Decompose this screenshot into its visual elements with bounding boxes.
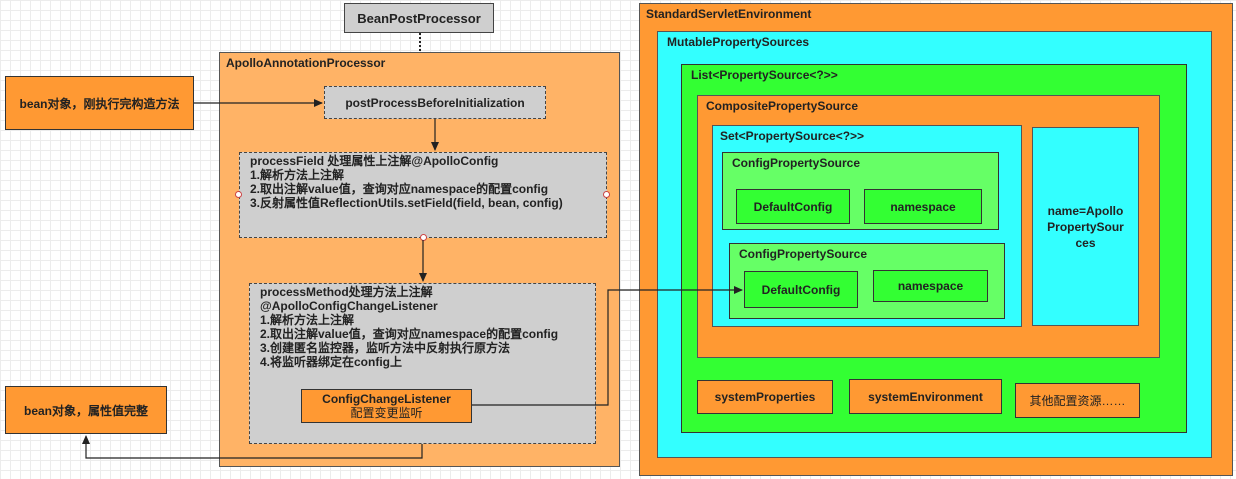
- bean-post-processor-label: BeanPostProcessor: [357, 10, 481, 26]
- listener-to-default-config-arrow: [472, 286, 743, 406]
- process-method-line: 3.创建匿名监控器，监听方法中反射执行原方法: [260, 341, 511, 355]
- config-change-listener-box[interactable]: ConfigChangeListener 配置变更监听: [301, 389, 472, 423]
- composite-property-source-title: CompositePropertySource: [706, 99, 859, 113]
- default-config-label: DefaultConfig: [753, 199, 833, 214]
- apollo-property-sources-name-box[interactable]: name=Apollo PropertySour ces: [1032, 127, 1139, 326]
- default-config-box[interactable]: DefaultConfig: [744, 271, 858, 308]
- connection-point: [235, 191, 242, 198]
- property-source-set-title: Set<PropertySource<?>>: [720, 129, 865, 143]
- post-process-before-init-box[interactable]: postProcessBeforeInitialization: [324, 86, 546, 119]
- mutable-property-sources-title: MutablePropertySources: [667, 35, 810, 49]
- apollo-name-line: PropertySour: [1047, 219, 1124, 234]
- other-config-sources-box[interactable]: 其他配置资源……: [1015, 383, 1140, 418]
- post-process-before-init-label: postProcessBeforeInitialization: [345, 95, 525, 110]
- namespace-label: namespace: [897, 279, 964, 293]
- system-properties-label: systemProperties: [714, 390, 816, 404]
- default-config-box[interactable]: DefaultConfig: [736, 189, 850, 224]
- apollo-name-line: name=Apollo: [1047, 203, 1124, 218]
- method-to-bean-complete-arrow: [82, 435, 423, 459]
- process-field-line: processField 处理属性上注解@ApolloConfig: [250, 154, 499, 168]
- system-environment-label: systemEnvironment: [868, 389, 983, 404]
- process-method-line: 2.取出注解value值，查询对应namespace的配置config: [260, 327, 559, 341]
- config-property-source-title: ConfigPropertySource: [739, 247, 868, 261]
- config-change-listener-label: ConfigChangeListener: [322, 392, 451, 406]
- bean-complete-label: bean对象，属性值完整: [23, 403, 148, 418]
- standard-servlet-environment-title: StandardServletEnvironment: [646, 7, 812, 21]
- config-property-source-title: ConfigPropertySource: [732, 156, 861, 170]
- process-method-line: @ApolloConfigChangeListener: [260, 299, 438, 313]
- bean-constructed-label: bean对象，刚执行完构造方法: [19, 96, 180, 111]
- process-method-line: processMethod处理方法上注解: [260, 285, 433, 299]
- process-field-line: 3.反射属性值ReflectionUtils.setField(field, b…: [250, 196, 563, 210]
- bean-complete-box[interactable]: bean对象，属性值完整: [5, 386, 167, 434]
- process-field-line: 1.解析方法上注解: [250, 168, 345, 182]
- bean-post-processor-box[interactable]: BeanPostProcessor: [344, 3, 494, 33]
- system-properties-box[interactable]: systemProperties: [697, 380, 833, 414]
- process-method-line: 4.将监听器绑定在config上: [260, 355, 403, 369]
- config-change-listener-desc: 配置变更监听: [350, 406, 423, 420]
- property-source-list-title: List<PropertySource<?>>: [691, 68, 838, 82]
- namespace-box[interactable]: namespace: [873, 270, 988, 302]
- apollo-annotation-processor-title: ApolloAnnotationProcessor: [226, 56, 386, 70]
- apollo-name-line: ces: [1075, 235, 1096, 250]
- other-config-sources-label: 其他配置资源……: [1029, 394, 1126, 408]
- default-config-label: DefaultConfig: [761, 282, 841, 297]
- process-method-line: 1.解析方法上注解: [260, 313, 355, 327]
- system-environment-box[interactable]: systemEnvironment: [849, 379, 1002, 414]
- bean-constructed-box[interactable]: bean对象，刚执行完构造方法: [5, 76, 194, 130]
- process-field-line: 2.取出注解value值，查询对应namespace的配置config: [250, 182, 549, 196]
- connection-point: [603, 191, 610, 198]
- namespace-label: namespace: [890, 199, 956, 214]
- namespace-box[interactable]: namespace: [864, 189, 982, 224]
